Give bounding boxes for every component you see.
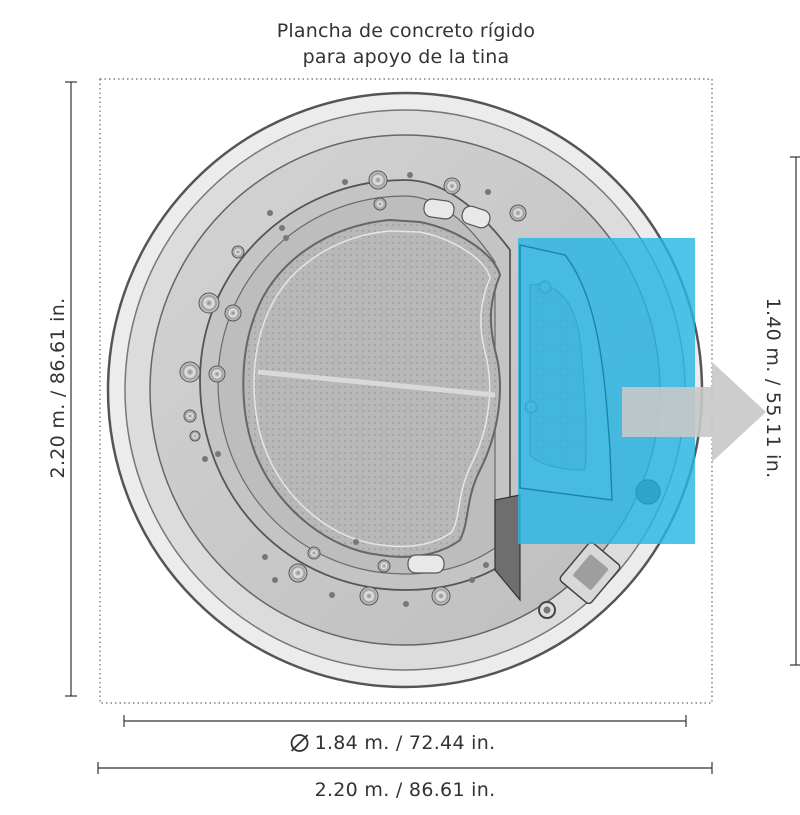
diameter-dimension-line (123, 715, 687, 727)
width-label: 2.20 m. / 86.61 in. (314, 779, 496, 801)
width-dimension-line (97, 762, 713, 774)
step-depth-dimension-line (790, 156, 800, 666)
small-jets (202, 172, 491, 607)
headrest-pillow-bottom (407, 554, 445, 574)
height-label: 2.20 m. / 86.61 in. (47, 297, 69, 479)
diameter-label-group: 1.84 m. / 72.44 in. (289, 732, 496, 754)
height-dimension-line (65, 81, 77, 697)
title-line-2: para apoyo de la tina (302, 46, 510, 68)
headrest-pillow-top (423, 198, 455, 220)
diagram-title: Plancha de concreto rígido para apoyo de… (200, 18, 612, 70)
jets (179, 170, 552, 606)
filter-housing (494, 494, 521, 602)
step-depth-label: 1.40 m. / 55.11 in. (762, 297, 784, 479)
diameter-label: 1.84 m. / 72.44 in. (314, 732, 496, 754)
title-line-1: Plancha de concreto rígido (276, 20, 536, 42)
diameter-symbol-icon (290, 734, 309, 752)
tub-floor (242, 218, 502, 558)
step-direction-arrow (622, 362, 766, 462)
